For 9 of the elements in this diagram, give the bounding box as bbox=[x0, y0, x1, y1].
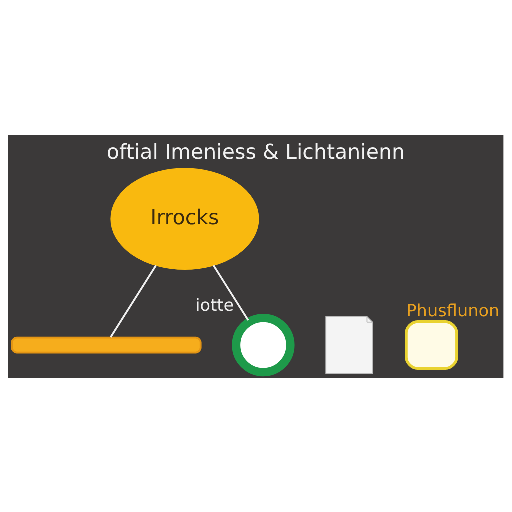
connector bbox=[212, 264, 250, 320]
connector bbox=[110, 264, 157, 338]
diagram-title: oftial Imeniess & Lichtanienn bbox=[106, 139, 406, 164]
node-label: Phusflunon bbox=[406, 300, 500, 320]
node-label: iotte bbox=[196, 294, 234, 315]
node-bar bbox=[11, 336, 202, 354]
node-box bbox=[405, 320, 458, 370]
node-picture bbox=[232, 313, 295, 376]
node-ellipse: Irrocks bbox=[110, 168, 260, 270]
